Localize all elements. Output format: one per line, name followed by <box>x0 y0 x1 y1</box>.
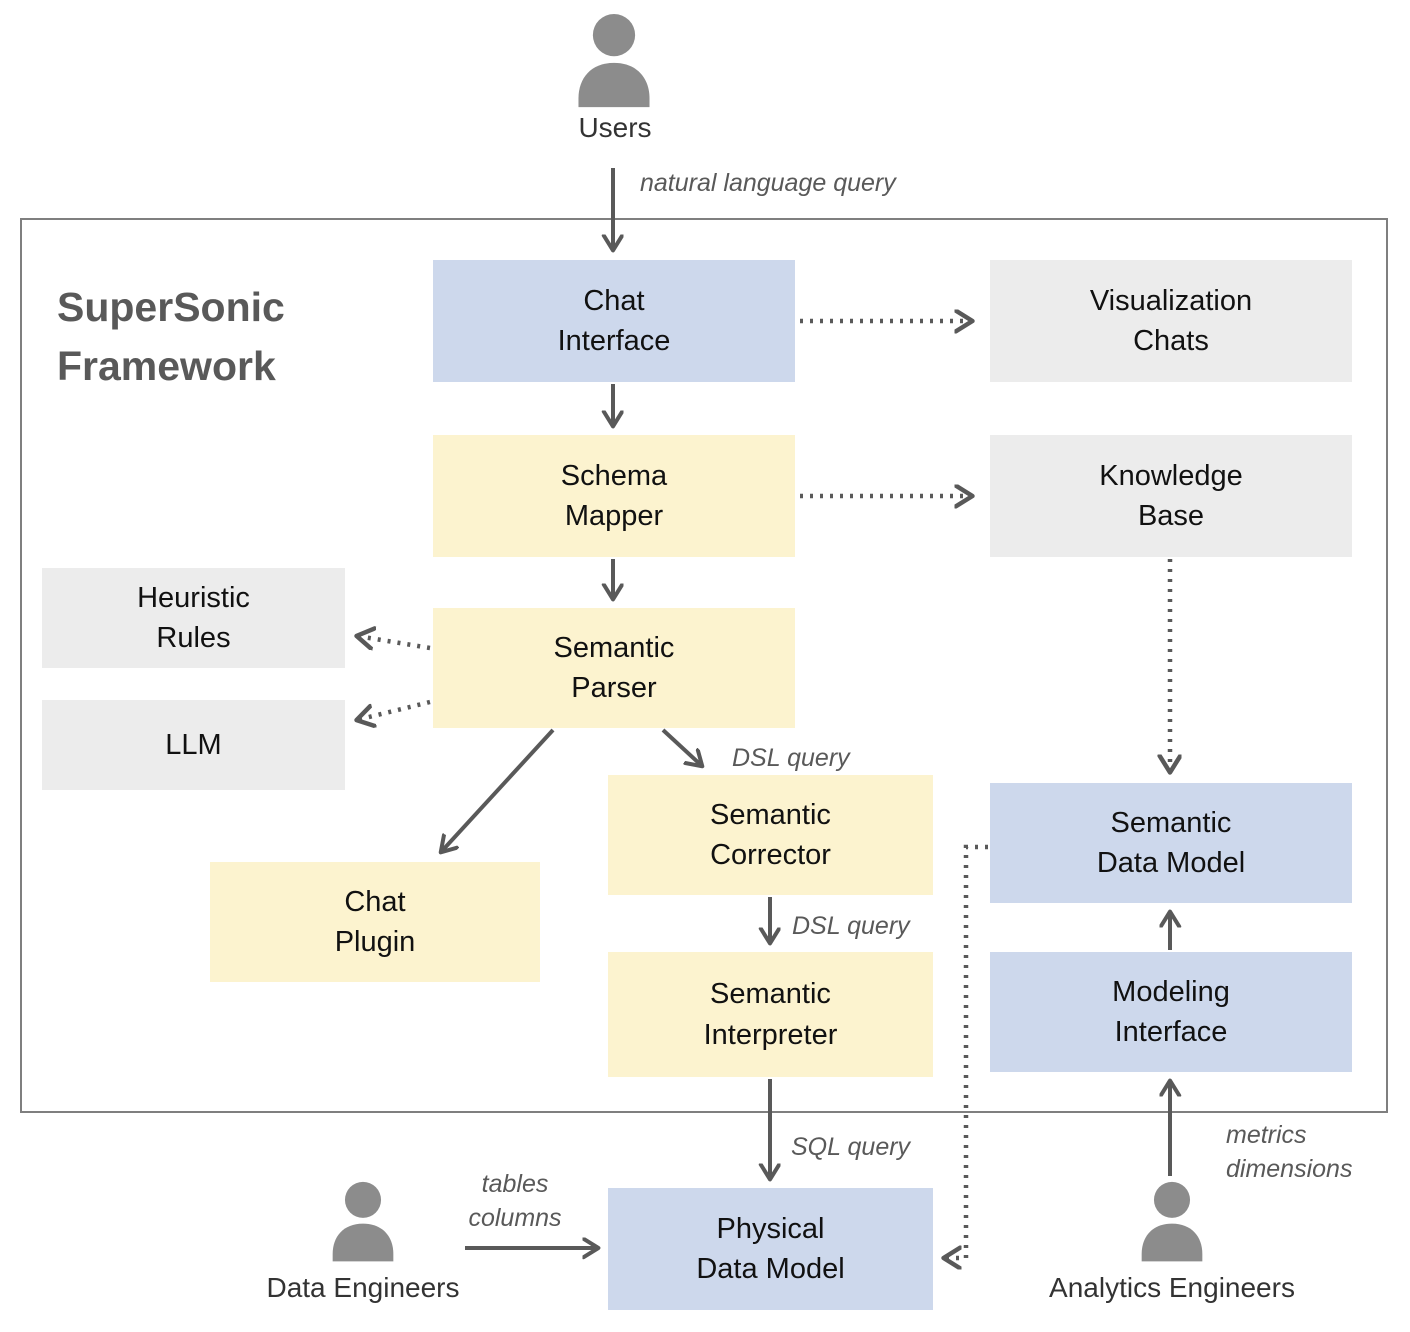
data-engineers-icon <box>332 1181 394 1262</box>
framework-title: SuperSonic Framework <box>57 284 285 390</box>
users-icon <box>578 13 650 108</box>
edge-label-metrics-dimensions: metrics dimensions <box>1226 1121 1353 1183</box>
analytics-engineers-label: Analytics Engineers <box>1049 1272 1295 1303</box>
node-chat-plugin: Chat Plugin <box>210 862 540 982</box>
node-semantic-parser: Semantic Parser <box>433 608 795 728</box>
analytics-engineers-icon-head <box>1153 1181 1191 1218</box>
node-heuristic-rules: Heuristic Rules <box>42 568 345 668</box>
node-llm: LLM <box>42 700 345 790</box>
node-modeling-interface: Modeling Interface <box>990 952 1352 1072</box>
node-physical-data-model: Physical Data Model <box>608 1188 933 1310</box>
users-icon-head <box>592 13 636 57</box>
node-semantic-interpreter: Semantic Interpreter <box>608 952 933 1077</box>
analytics-engineers-icon <box>1141 1181 1203 1262</box>
node-schema-mapper: Schema Mapper <box>433 435 795 557</box>
analytics-engineers-icon-body <box>1141 1223 1203 1262</box>
users-icon-body <box>578 62 650 108</box>
framework-frame <box>20 218 1388 1113</box>
node-semantic-data-model: Semantic Data Model <box>990 783 1352 903</box>
edge-label-tables-columns: tables columns <box>468 1170 562 1232</box>
edge-label-natural-language-query: natural language query <box>640 169 896 197</box>
data-engineers-label: Data Engineers <box>266 1272 460 1303</box>
edge-label-dsl-query-2: DSL query <box>792 912 910 940</box>
node-knowledge-base: Knowledge Base <box>990 435 1352 557</box>
node-semantic-corrector: Semantic Corrector <box>608 775 933 895</box>
users-label: Users <box>578 112 652 143</box>
edge-label-sql-query: SQL query <box>791 1133 911 1161</box>
node-visualization-chats: Visualization Chats <box>990 260 1352 382</box>
data-engineers-icon-head <box>344 1181 382 1218</box>
edge-label-dsl-query-1: DSL query <box>732 744 850 772</box>
node-chat-interface: Chat Interface <box>433 260 795 382</box>
data-engineers-icon-body <box>332 1223 394 1262</box>
